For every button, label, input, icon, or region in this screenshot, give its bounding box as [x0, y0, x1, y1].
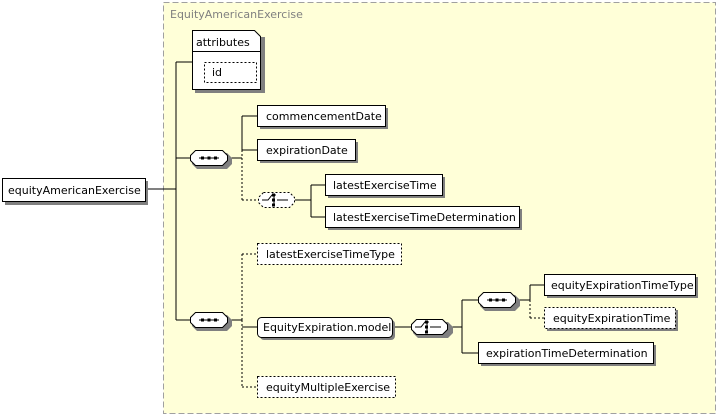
sequence-icon [487, 298, 507, 302]
element-latest-exercise-time[interactable]: latestExerciseTime [325, 174, 446, 199]
choice-icon [262, 193, 288, 207]
element-label: equityMultipleExercise [266, 381, 390, 394]
element-label: expirationTimeDetermination [486, 347, 648, 360]
element-latest-exercise-time-type[interactable]: latestExerciseTimeType [257, 243, 402, 265]
element-label: expirationDate [266, 144, 348, 157]
group-equity-expiration-model[interactable]: EquityExpiration.model [257, 317, 396, 341]
sequence-compositor-3[interactable] [478, 292, 521, 312]
sequence-compositor-1[interactable] [190, 150, 233, 170]
element-label: equityExpirationTimeType [551, 279, 694, 292]
element-label: latestExerciseTime [333, 179, 437, 192]
attribute-id[interactable] [204, 62, 257, 83]
element-equity-expiration-time-type[interactable]: equityExpirationTimeType [544, 274, 699, 299]
root-element[interactable]: equityAmericanExercise [2, 178, 149, 206]
sequence-icon [199, 318, 219, 322]
element-label: equityExpirationTime [553, 312, 671, 325]
type-group-title: EquityAmericanExercise [170, 8, 303, 21]
sequence-icon [199, 156, 219, 160]
choice-compositor-optional[interactable] [258, 192, 295, 208]
choice-compositor[interactable] [411, 319, 454, 339]
element-label: latestExerciseTimeType [266, 248, 395, 261]
element-expiration-time-determination[interactable]: expirationTimeDetermination [478, 342, 657, 367]
sequence-compositor-2[interactable] [190, 312, 233, 332]
element-latest-exercise-time-determination[interactable]: latestExerciseTimeDetermination [325, 206, 523, 231]
element-commencement-date[interactable]: commencementDate [257, 105, 389, 130]
root-element-label: equityAmericanExercise [8, 184, 141, 197]
attributes-label: attributes [196, 36, 250, 49]
choice-icon [415, 320, 441, 334]
element-label: EquityExpiration.model [263, 321, 391, 334]
element-equity-expiration-time[interactable]: equityExpirationTime [544, 307, 679, 332]
attributes-box: attributes id [192, 30, 265, 93]
connector-lines [148, 61, 544, 388]
element-equity-multiple-exercise[interactable]: equityMultipleExercise [257, 376, 396, 398]
element-label: commencementDate [266, 110, 382, 123]
element-label: latestExerciseTimeDetermination [333, 211, 516, 224]
attribute-id-label: id [212, 66, 222, 79]
element-expiration-date[interactable]: expirationDate [257, 139, 359, 164]
